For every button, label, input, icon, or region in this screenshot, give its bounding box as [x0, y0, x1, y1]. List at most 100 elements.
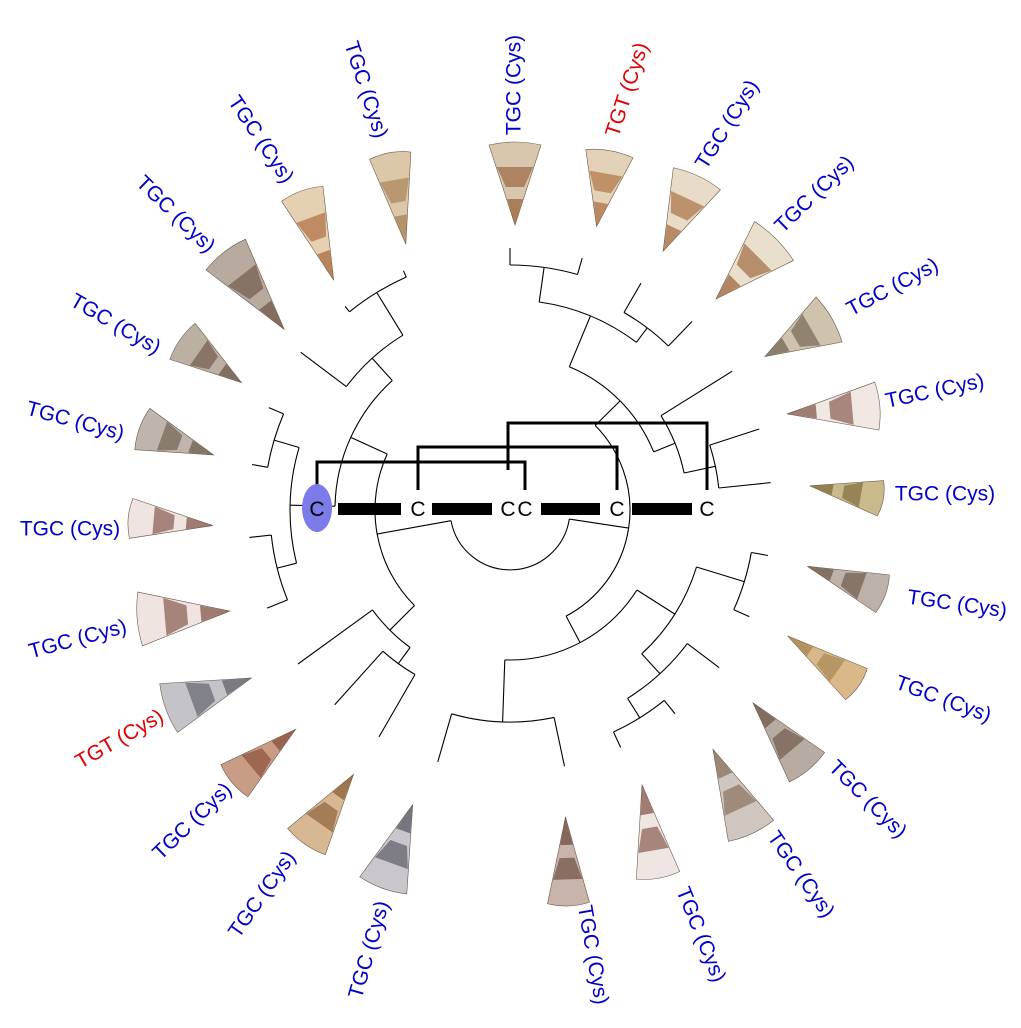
leaf-branch: [578, 258, 583, 274]
tree-branch: [390, 606, 415, 631]
tree-branch: [569, 316, 590, 367]
leaf-branch: [267, 600, 287, 608]
peptide-diagram: C C C C C C: [302, 423, 715, 532]
cys-residue-6: C: [699, 498, 714, 521]
tree-branch: [351, 437, 387, 454]
shell-tip: [559, 817, 573, 845]
cone-shell-icon: [359, 796, 436, 897]
shell-tip: [395, 214, 412, 245]
codon-label: TGC (Cys): [132, 171, 220, 257]
codon-label: TGC (Cys): [892, 671, 994, 727]
tree-branch: [377, 293, 403, 336]
tree-arc: [375, 454, 414, 606]
tree-branch: [654, 443, 675, 452]
cone-shell-icon: [806, 468, 886, 516]
leaf-branch: [249, 535, 271, 537]
cone-shell-icon: [620, 781, 680, 882]
shell-images: [126, 142, 892, 907]
cys-residue-3: C: [500, 498, 515, 521]
leaf-branch: [624, 283, 641, 312]
cone-shell-icon: [281, 183, 355, 287]
leaf-branch: [719, 483, 771, 488]
codon-label: TGC (Cys): [344, 898, 394, 1001]
tree-branch: [398, 648, 410, 664]
shell-tip: [396, 802, 420, 833]
codon-label: TGC (Cys): [224, 847, 300, 942]
backbone-segment: [338, 503, 401, 515]
leaf-branch: [379, 675, 415, 737]
shell-tip: [317, 250, 340, 283]
cys-residue-5: C: [609, 498, 624, 521]
leaf-branch: [345, 306, 349, 311]
cone-shell-icon: [489, 142, 541, 225]
shell-tip: [589, 202, 607, 228]
leaf-branch: [614, 732, 621, 748]
cone-shell-icon: [735, 688, 826, 784]
disulfide-bond-1-4: [317, 462, 525, 490]
disulfide-bond-3-6: [508, 423, 707, 490]
shell-tip: [805, 561, 834, 581]
cone-shell-icon: [697, 219, 796, 318]
codon-label: TGC (Cys): [148, 778, 236, 864]
shell-tip: [188, 440, 216, 461]
cone-shell-icon: [545, 816, 590, 906]
cone-shell-icon: [777, 620, 870, 701]
cone-shell-icon: [135, 584, 232, 646]
cone-shell-icon: [167, 322, 254, 401]
cys-residue-4: C: [517, 498, 532, 521]
cone-shell-icon: [204, 237, 304, 345]
codon-label: TGC (Cys): [503, 35, 526, 135]
codon-label: TGC (Cys): [671, 884, 730, 986]
codon-label: TGC (Cys): [843, 253, 942, 320]
tree-branch: [372, 358, 392, 380]
tree-branch: [637, 590, 675, 614]
codon-label: TGC (Cys): [770, 151, 858, 237]
codon-label: TGC (Cys): [824, 756, 911, 843]
codon-label: TGC (Cys): [26, 615, 129, 663]
codon-label: TGC (Cys): [895, 483, 995, 506]
codon-label: TGC (Cys): [883, 369, 986, 412]
leaf-branch: [298, 610, 373, 664]
leaf-branch: [554, 717, 564, 766]
cone-shell-icon: [157, 654, 260, 734]
disulfide-bonds: [317, 423, 707, 490]
shell-tip: [507, 199, 523, 225]
backbone-segment: [541, 503, 600, 515]
tree-branch: [636, 328, 647, 342]
backbone-segment: [632, 503, 692, 515]
leaf-branch: [687, 644, 719, 668]
cone-shell-icon: [801, 548, 893, 614]
tree-branch: [642, 654, 660, 674]
codon-label: TGT (Cys): [72, 705, 168, 774]
cys-residue-1: C: [309, 498, 324, 521]
cone-shell-icon: [219, 713, 310, 799]
codon-label: TGT (Cys): [601, 40, 653, 140]
shell-tip: [784, 631, 813, 656]
shell-tip: [706, 746, 732, 779]
leaf-branch: [335, 651, 383, 705]
leaf-branch: [252, 465, 268, 468]
cone-shell-icon: [690, 739, 775, 844]
codon-label: TGC (Cys): [573, 903, 613, 1006]
leaf-branch: [668, 322, 692, 347]
codon-label: TGC (Cys): [223, 91, 298, 187]
leaf-branch: [710, 429, 760, 445]
leaf-branch: [269, 408, 284, 414]
leaf-branch: [751, 553, 768, 556]
codon-label: TGC (Cys): [66, 289, 164, 359]
codon-label: TGC (Cys): [691, 76, 764, 173]
codon-label: TGC (Cys): [763, 827, 839, 922]
leaf-branch: [661, 371, 732, 416]
cone-shell-icon: [752, 295, 845, 379]
codon-label: TGC (Cys): [24, 397, 127, 445]
tree-arc: [451, 519, 569, 570]
backbone-segment: [432, 503, 492, 515]
leaf-branch: [301, 352, 347, 386]
cone-shell-icon: [126, 498, 214, 545]
tree-branch: [566, 616, 580, 643]
tree-branch: [697, 567, 745, 582]
cone-shell-icon: [785, 382, 882, 438]
cone-shell-icon: [573, 146, 634, 230]
disulfide-bond-2-5: [418, 447, 617, 490]
